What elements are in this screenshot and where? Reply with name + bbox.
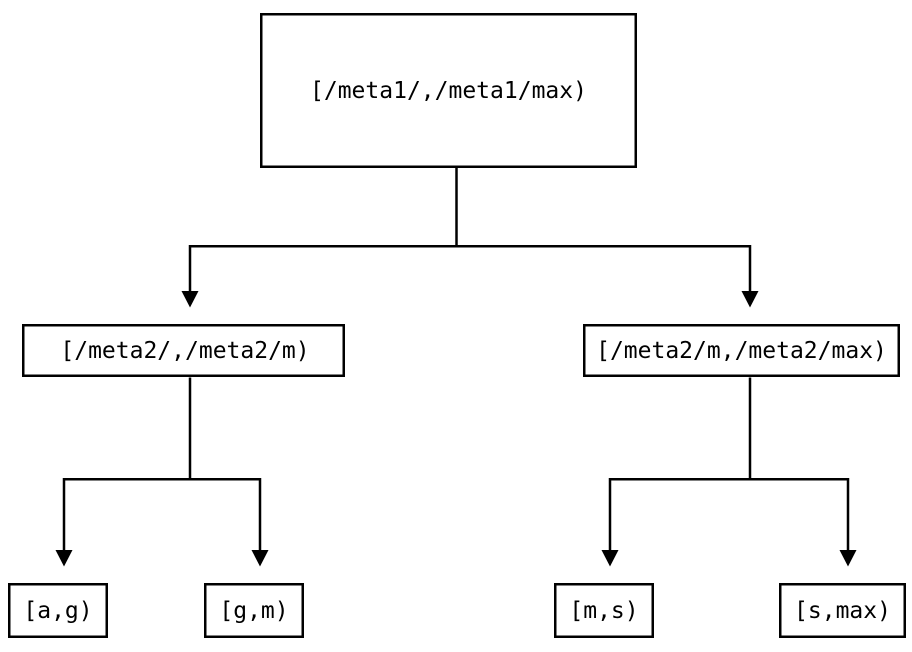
node-leaf-4-box (779, 583, 906, 638)
connector-root-to-left-elbow (188, 245, 458, 292)
node-leaf-2: [g,m) (204, 583, 304, 638)
node-leaf-2-label: [g,m) (219, 598, 288, 624)
arrowhead-down-icon (741, 291, 759, 308)
node-level2-left-label: [/meta2/,/meta2/m) (60, 338, 309, 364)
node-leaf-3-label: [m,s) (569, 598, 638, 624)
node-leaf-1: [a,g) (8, 583, 108, 638)
connectors-left-node-to-leaves (55, 377, 269, 567)
node-level2-left: [/meta2/,/meta2/m) (22, 324, 345, 377)
connectors-right-node-to-leaves (601, 377, 857, 567)
arrowhead-down-icon (251, 550, 269, 567)
node-leaf-1-label: [a,g) (23, 598, 92, 624)
node-root-label: [/meta1/,/meta1/max) (310, 78, 587, 104)
node-leaf-4-label: [s,max) (794, 598, 891, 624)
connector-right-to-leaf3-elbow (608, 478, 752, 551)
node-root-box (260, 13, 637, 168)
connector-left-to-leaf2-elbow (188, 478, 262, 551)
node-root: [/meta1/,/meta1/max) (260, 13, 637, 168)
node-leaf-1-box (8, 583, 108, 638)
arrowhead-down-icon (601, 550, 619, 567)
node-leaf-3-box (554, 583, 654, 638)
node-level2-right-box (583, 324, 900, 377)
connector-root-to-right-elbow (455, 245, 752, 292)
node-leaf-3: [m,s) (554, 583, 654, 638)
node-level2-left-box (22, 324, 345, 377)
connectors-root-to-level2 (181, 168, 759, 308)
node-level2-right-label: [/meta2/m,/meta2/max) (596, 338, 887, 364)
node-leaf-2-box (204, 583, 304, 638)
connector-right-to-leaf4-elbow (748, 478, 850, 551)
connector-left-to-leaf1-elbow (62, 478, 192, 551)
arrowhead-down-icon (181, 291, 199, 308)
node-level2-right: [/meta2/m,/meta2/max) (583, 324, 900, 377)
arrowhead-down-icon (839, 550, 857, 567)
arrowhead-down-icon (55, 550, 73, 567)
node-leaf-4: [s,max) (779, 583, 906, 638)
